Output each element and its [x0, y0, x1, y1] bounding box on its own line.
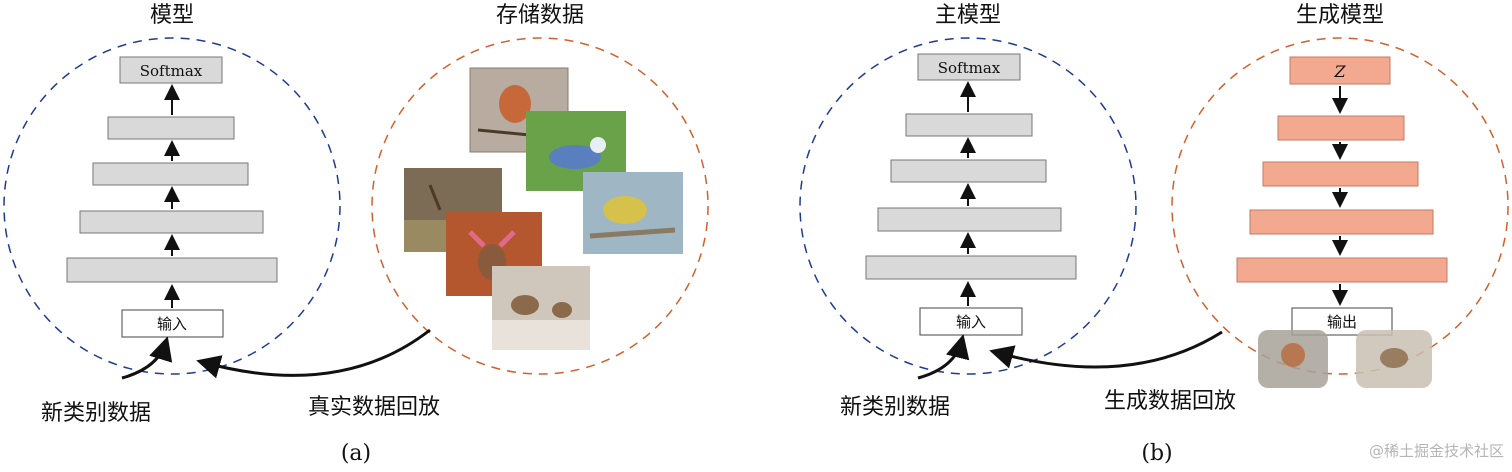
new-data-arrow [121, 336, 173, 380]
hidden-layer-4 [865, 255, 1077, 280]
warbler-photo [583, 172, 683, 254]
panel-a: 模型 存储数据 Softmax 输入 [3, 3, 709, 466]
storage-circle [371, 37, 709, 375]
hidden-layer-2 [890, 159, 1047, 183]
replay-arrow [196, 328, 431, 379]
input-label: 输入 [157, 315, 187, 333]
caption-b: (b) [1141, 441, 1172, 466]
z-box [1289, 56, 1391, 85]
replay-label: 真实数据回放 [308, 395, 440, 420]
z-label: Z [1333, 62, 1346, 81]
robin-photo [469, 67, 569, 153]
stored-images [404, 67, 683, 350]
replay-arrow [989, 330, 1223, 369]
output-label: 输出 [1327, 313, 1357, 331]
softmax-box [917, 53, 1021, 81]
new-data-label: 新类别数据 [41, 401, 151, 426]
replay-label: 生成数据回放 [1104, 389, 1236, 414]
panel-b: 主模型 生成模型 Softmax 输入 Z 输出 [799, 3, 1509, 466]
softmax-box [119, 56, 223, 84]
gen-layer-4 [1236, 257, 1448, 283]
gen-layer-3 [1249, 209, 1434, 235]
input-box [121, 309, 224, 338]
main-model-title: 主模型 [935, 3, 1001, 28]
softmax-label: Softmax [140, 62, 203, 80]
watermark: @稀土掘金技术社区 [1368, 442, 1504, 460]
hidden-layer-3 [877, 207, 1062, 232]
hidden-layer-1 [107, 116, 235, 140]
input-label: 输入 [956, 313, 986, 331]
hidden-layer-4 [66, 257, 278, 283]
model-circle [3, 37, 341, 375]
generator-title: 生成模型 [1296, 3, 1384, 28]
generated-images [1258, 330, 1432, 388]
gen-layer-1 [1277, 115, 1405, 141]
deer-pair-photo [492, 266, 590, 350]
storage-title: 存储数据 [496, 3, 584, 28]
hidden-layer-1 [905, 113, 1033, 137]
generator-circle [1171, 37, 1509, 375]
main-model-circle [799, 37, 1137, 375]
new-data-label: 新类别数据 [840, 395, 950, 420]
input-box [919, 307, 1023, 336]
gen-layer-2 [1262, 161, 1419, 187]
new-data-arrow [917, 334, 970, 380]
softmax-label: Softmax [938, 59, 1001, 77]
caption-a: (a) [341, 441, 371, 466]
hidden-layer-3 [79, 210, 264, 234]
model-title: 模型 [150, 3, 194, 28]
hidden-layer-2 [92, 162, 249, 186]
